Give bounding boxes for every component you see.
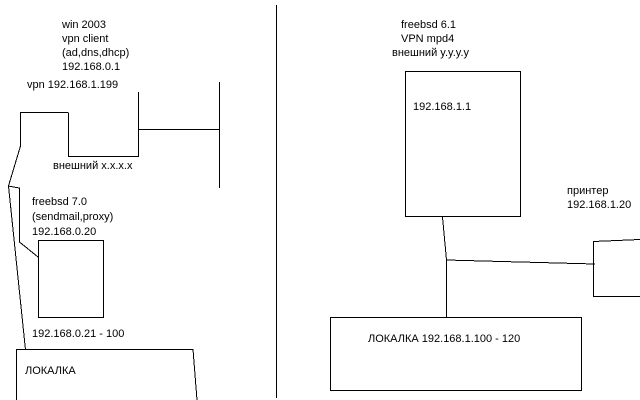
win-server-lan-ip-label: 192.168.0.1 — [62, 61, 120, 73]
printer-box — [593, 239, 640, 297]
printer-name-label: принтер — [567, 185, 608, 197]
win-server-vpn-ip-label: vpn 192.168.1.199 — [27, 79, 118, 91]
freebsd-server-box — [38, 240, 104, 318]
win-server-external-label: внешний x.x.x.x — [53, 160, 133, 172]
printer-ip-label: 192.168.1.20 — [567, 199, 631, 211]
freebsd-gateway-os-label: freebsd 6.1 — [401, 19, 456, 31]
left-lan-link-line — [8, 185, 26, 351]
left-lan-range-label: 192.168.0.21 - 100 — [32, 328, 124, 340]
freebsd-server-lan-ip-label: 192.168.0.20 — [32, 226, 96, 238]
left-lan-box — [16, 349, 198, 400]
gateway-lan-link-line — [442, 216, 447, 317]
win-server-services-label: (ad,dns,dhcp) — [62, 47, 129, 59]
vpn-link-line — [8, 112, 68, 187]
freebsd-gateway-external-label: внешний y.y.y.y — [392, 47, 470, 59]
win-server-os-label: win 2003 — [61, 19, 106, 31]
freebsd-gateway-lan-ip-label: 192.168.1.1 — [413, 101, 471, 113]
freebsd-server-link-line — [7, 185, 39, 258]
printer-link-line — [445, 259, 596, 265]
freebsd-server-services-label: (sendmail,proxy) — [32, 211, 113, 223]
left-lan-label: ЛОКАЛКА — [25, 365, 76, 377]
freebsd-server-os-label: freebsd 7.0 — [32, 196, 87, 208]
win-server-role-label: vpn client — [62, 33, 108, 45]
right-lan-box — [330, 317, 582, 391]
right-lan-label: ЛОКАЛКА 192.168.1.100 - 120 — [368, 333, 520, 345]
win-server-box — [68, 92, 139, 157]
freebsd-gateway-box — [405, 71, 521, 217]
freebsd-gateway-vpn-label: VPN mpd4 — [401, 33, 454, 45]
